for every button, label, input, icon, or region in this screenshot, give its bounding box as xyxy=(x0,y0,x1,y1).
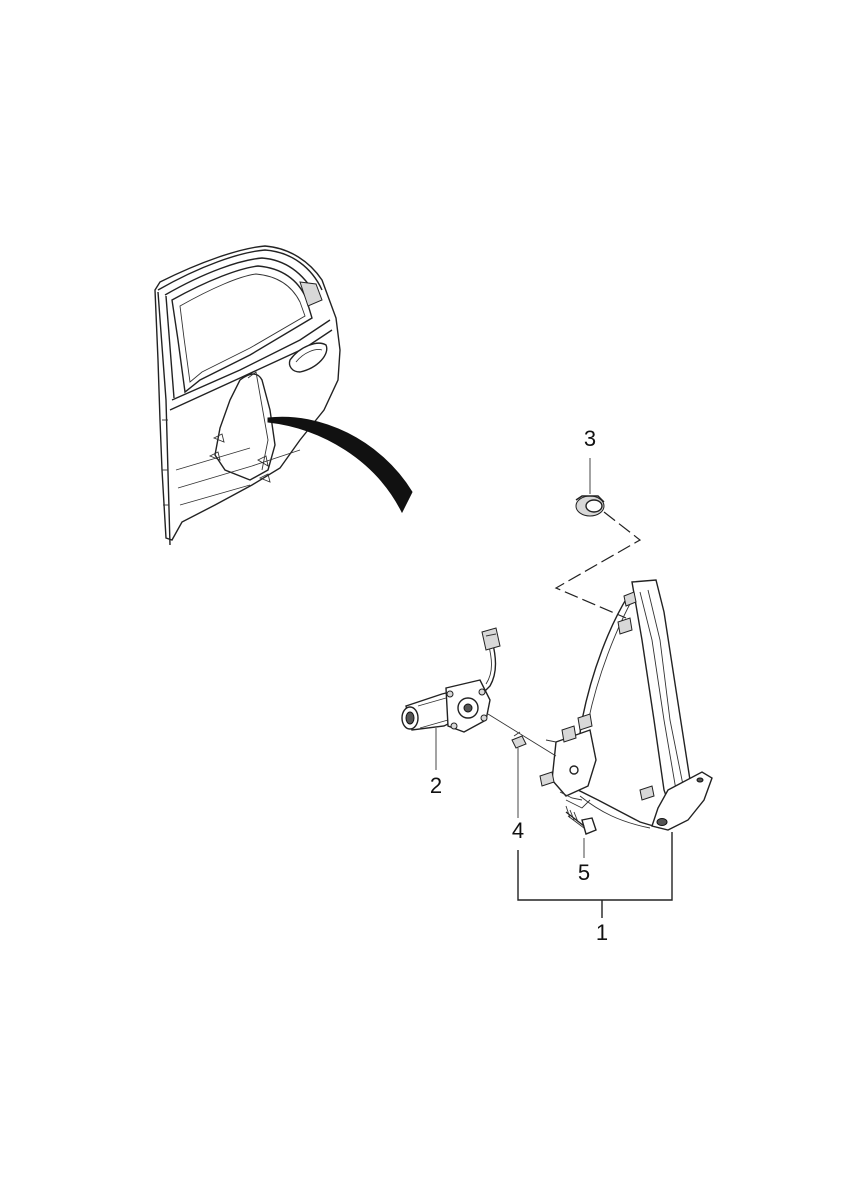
part-3-bushing xyxy=(575,458,605,517)
callout-arrow xyxy=(267,416,413,514)
callout-1: 1 xyxy=(595,920,609,945)
part-5-bolt xyxy=(565,805,597,835)
part-2-window-motor xyxy=(401,627,501,733)
callout-3: 3 xyxy=(583,426,597,451)
callout-4: 4 xyxy=(511,818,525,843)
callout-2: 2 xyxy=(429,773,443,798)
callout-5: 5 xyxy=(577,860,591,885)
rear-door-illustration xyxy=(154,245,413,546)
part-1-window-regulator xyxy=(539,579,713,831)
part-4-clip xyxy=(511,731,527,749)
